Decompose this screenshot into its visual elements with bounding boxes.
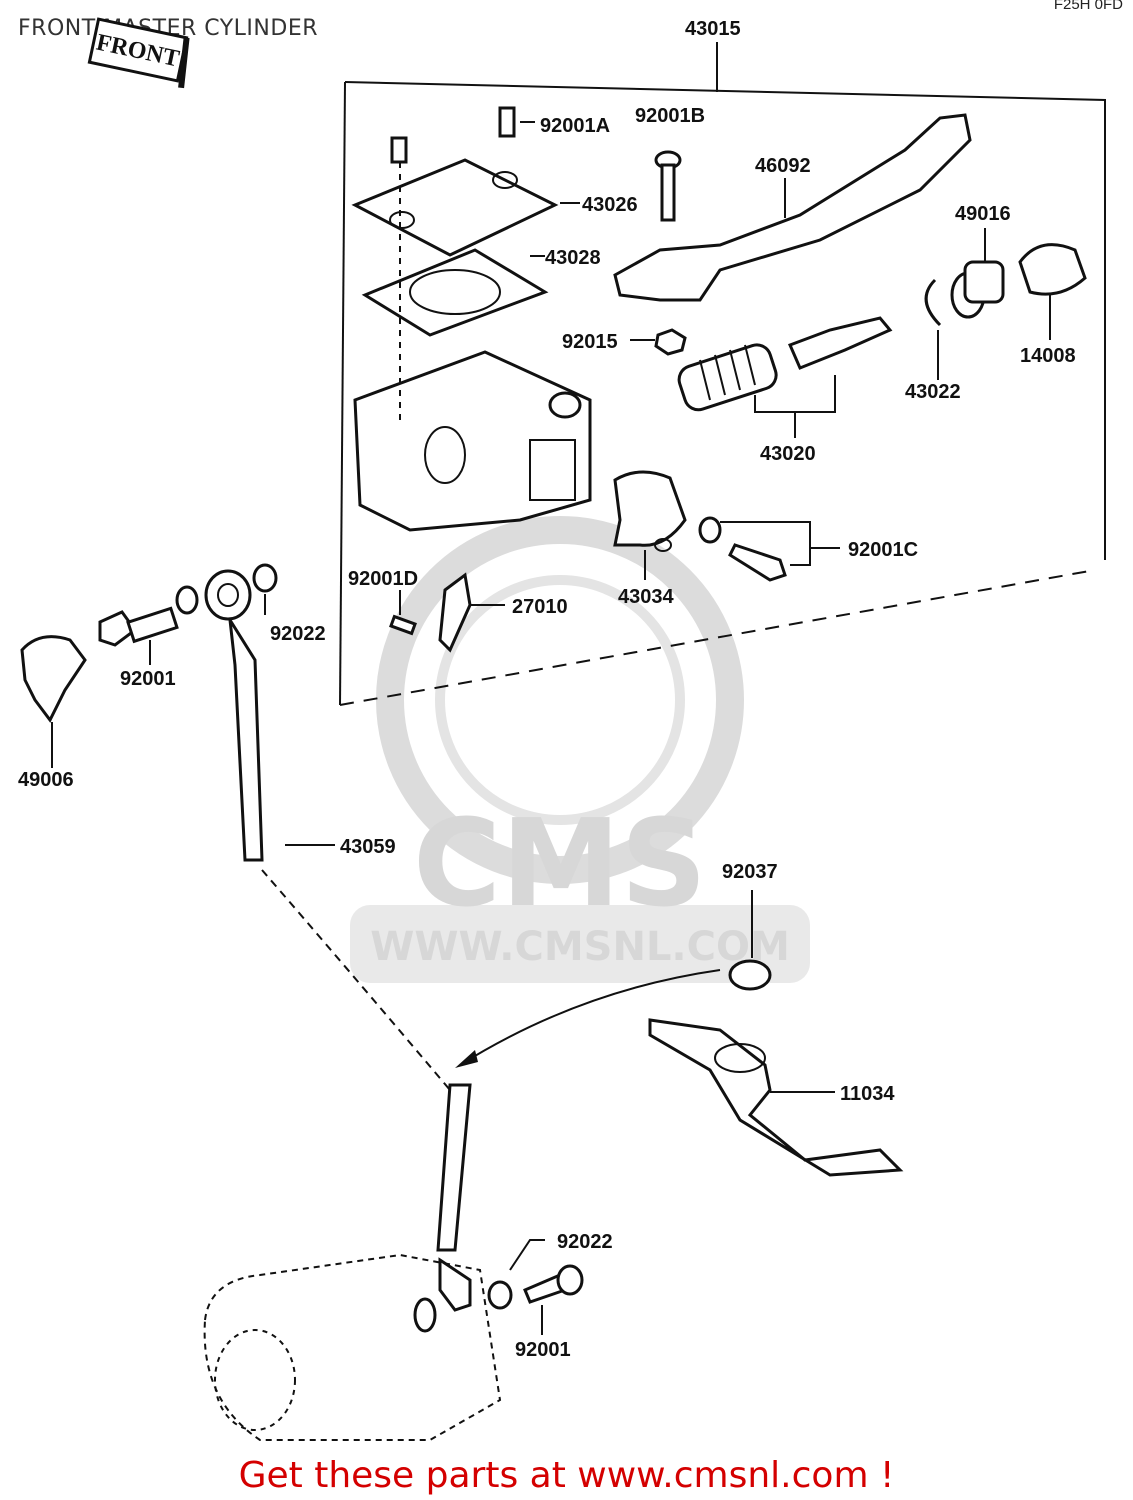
label-43020: 43020	[760, 443, 816, 465]
label-43026: 43026	[582, 194, 638, 216]
piston-assembly	[677, 316, 893, 438]
front-stamp: FRONT	[87, 17, 190, 89]
washer-92022-bottom	[487, 1239, 545, 1310]
reservoir-cap	[351, 158, 580, 257]
get-parts-link[interactable]: Get these parts at www.cmsnl.com !	[238, 1455, 895, 1496]
washer-92022-top	[252, 563, 278, 615]
label-43028: 43028	[545, 247, 601, 269]
watermark-url: WWW.CMSNL.COM	[370, 924, 790, 970]
circlip-43022	[924, 278, 942, 380]
label-49016: 49016	[955, 203, 1011, 225]
brake-switch-27010	[389, 572, 505, 653]
label-92001d: 92001D	[348, 568, 418, 590]
brake-hose-43059	[228, 619, 451, 1091]
boot-14008	[1018, 243, 1087, 340]
label-43034: 43034	[618, 586, 674, 608]
label-49006: 49006	[18, 769, 74, 791]
nut-92015	[630, 328, 687, 356]
label-92037: 92037	[722, 861, 778, 883]
label-92001b: 92001B	[635, 105, 705, 127]
label-27010: 27010	[512, 596, 568, 618]
label-92015: 92015	[562, 331, 618, 353]
label-92001-left: 92001	[120, 668, 176, 690]
label-43059: 43059	[340, 836, 396, 858]
master-cylinder-body	[353, 150, 592, 532]
washer-left	[175, 585, 199, 615]
assembly-box	[339, 42, 1106, 706]
grommet-92037	[455, 890, 772, 1068]
cap-49006	[20, 635, 87, 768]
diaphragm	[361, 248, 549, 337]
label-43015: 43015	[685, 18, 741, 40]
label-43022: 43022	[905, 381, 961, 403]
bleeder-92001-bottom	[523, 1264, 584, 1335]
brake-lever	[613, 113, 972, 302]
lower-hose	[436, 1083, 472, 1252]
reference-code: F25H 0FD	[1053, 0, 1123, 13]
label-92022-top: 92022	[270, 623, 326, 645]
label-92001c: 92001C	[848, 539, 918, 561]
bolt-92001c	[698, 516, 840, 582]
label-92001a: 92001A	[540, 115, 610, 137]
label-92022-bottom: 92022	[557, 1231, 613, 1253]
clamp-43034	[613, 470, 687, 580]
screw-small-top	[390, 136, 408, 164]
front-caliper	[203, 1253, 502, 1441]
pivot-bolt-92001b	[654, 150, 682, 222]
banjo-fitting	[204, 569, 252, 621]
watermark-brand: CMS	[413, 795, 707, 934]
label-46092: 46092	[755, 155, 811, 177]
cms-watermark: CMS WWW.CMSNL.COM	[350, 516, 810, 983]
label-11034: 11034	[840, 1083, 895, 1105]
banjo-bolt-92001	[98, 606, 179, 665]
label-14008: 14008	[1020, 345, 1076, 367]
bushing-49016	[950, 228, 1005, 319]
hose-bracket-11034	[648, 1018, 904, 1177]
screw-92001a	[498, 106, 535, 138]
label-92001-bottom: 92001	[515, 1339, 571, 1361]
